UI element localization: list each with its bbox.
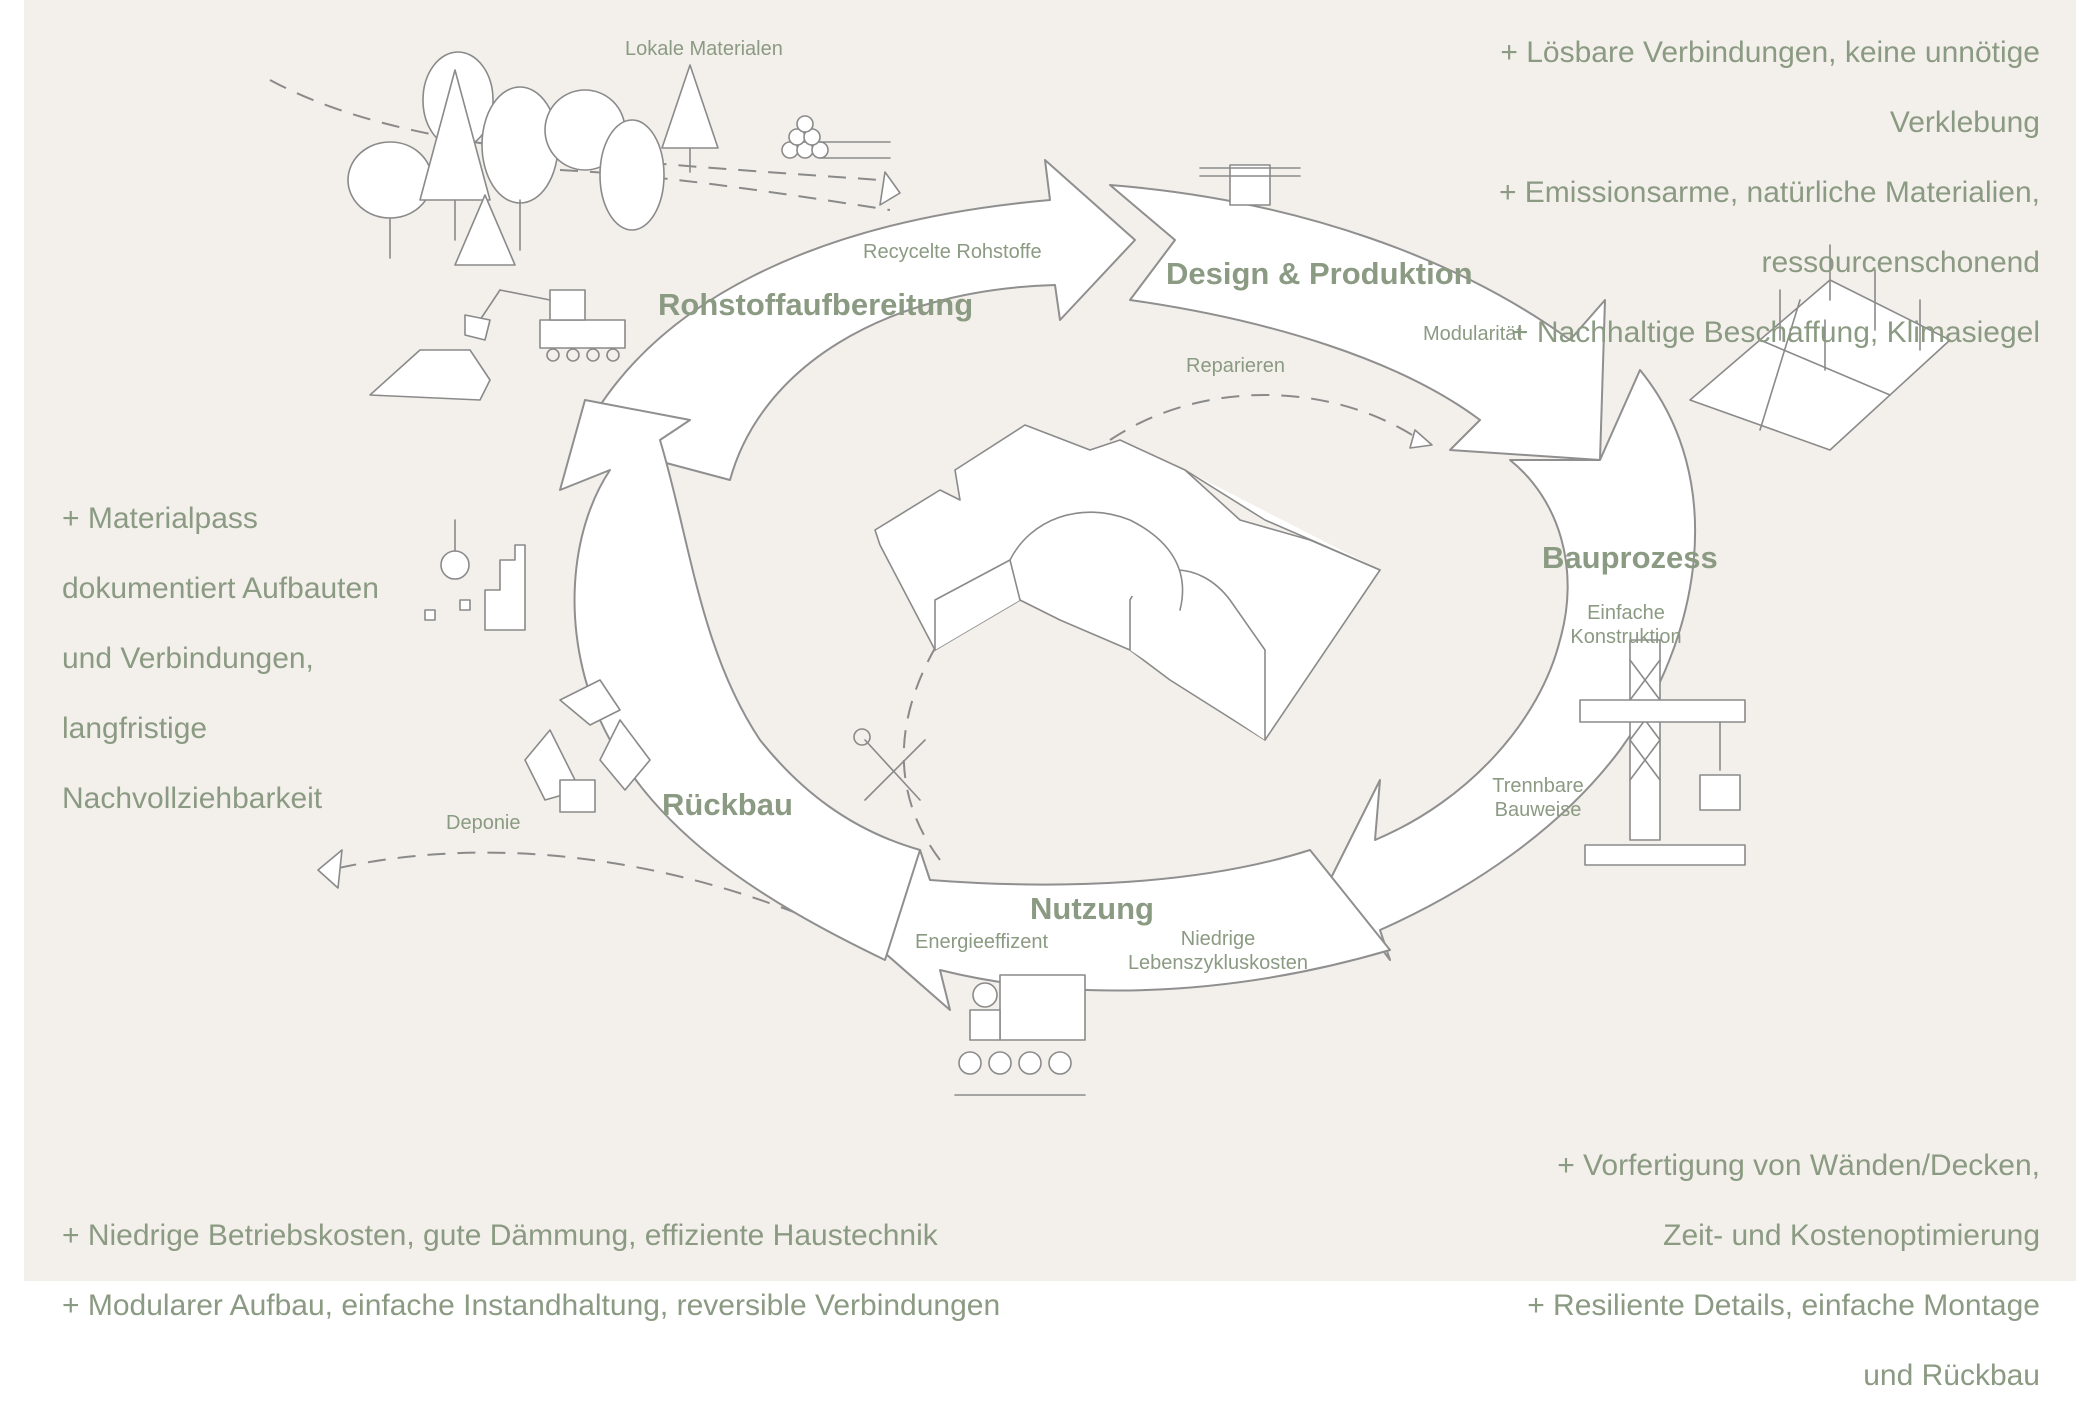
note-line: langfristige — [62, 712, 208, 745]
note-line: dokumentiert Aufbauten — [62, 572, 379, 605]
tree-icon — [454, 194, 516, 266]
label-line: Lebenszykluskosten — [1127, 952, 1309, 974]
note-bottom-right: + Vorfertigung von Wänden/Decken, Zeit- … — [1380, 1113, 2040, 1428]
local-materials-flow — [269, 79, 881, 181]
note-line: + Vorfertigung von Wänden/Decken, — [1557, 1149, 2040, 1182]
note-line: + Emissionsarme, natürliche Materialien, — [1498, 176, 2040, 209]
circular-economy-diagram — [269, 51, 1951, 1096]
repair-arrowhead — [1409, 429, 1433, 449]
arrow-rueckbau — [559, 399, 921, 961]
note-line: und Verbindungen, — [62, 642, 314, 675]
stage-nutzung: Nutzung — [1030, 891, 1154, 926]
label-niedrige-lebenszykluskosten: Niedrige Lebenszykluskosten — [1118, 927, 1318, 975]
tree-icon — [481, 86, 559, 204]
note-line: + Modularer Aufbau, einfache Instandhalt… — [62, 1289, 1001, 1322]
note-line: Nachvollziehbarkeit — [62, 782, 323, 815]
note-line: Zeit- und Kostenoptimierung — [1663, 1219, 2040, 1252]
tree-icon — [661, 64, 719, 149]
forest-illustration — [347, 51, 719, 266]
tree-icon — [599, 119, 665, 231]
label-line: Niedrige — [1180, 928, 1256, 950]
stage-rueckbau: Rückbau — [662, 787, 793, 822]
stage-rohstoffaufbereitung: Rohstoffaufbereitung — [658, 287, 974, 322]
flow-arrowhead — [879, 171, 901, 206]
label-energieeffizent: Energieeffizent — [915, 931, 1049, 953]
label-reparieren: Reparieren — [1186, 355, 1285, 377]
note-line: + Materialpass — [62, 502, 258, 535]
note-top-right: + Lösbare Verbindungen, keine unnötige V… — [1260, 0, 2040, 385]
arrow-bauprozess — [1329, 369, 1697, 961]
note-left: + Materialpass dokumentiert Aufbauten un… — [62, 466, 442, 851]
repair-flow — [1109, 394, 1421, 441]
label-line: Konstruktion — [1570, 626, 1682, 648]
note-line: und Rückbau — [1863, 1359, 2040, 1392]
note-line: + Lösbare Verbindungen, keine unnötige — [1500, 36, 2040, 69]
note-bottom-left: + Niedrige Betriebskosten, gute Dämmung,… — [62, 1183, 1162, 1358]
label-einfache-konstruktion: Einfache Konstruktion — [1566, 601, 1686, 649]
crane-icon — [1579, 639, 1746, 866]
landfill-arrowhead — [317, 849, 343, 889]
excavator-icon — [369, 289, 626, 401]
arrow-design-produktion — [1109, 184, 1606, 461]
arrow-nutzung — [869, 849, 1391, 1011]
label-lokale-materialen: Lokale Materialen — [625, 38, 783, 60]
log-pile-icon — [781, 115, 891, 159]
tree-icon — [347, 141, 433, 219]
arrow-rohstoffaufbereitung — [579, 159, 1136, 481]
label-line: Bauweise — [1494, 799, 1582, 821]
repair-flow-lower — [902, 609, 961, 861]
label-modularitaet: Modularität — [1423, 323, 1522, 345]
pencil-hand-icon — [1199, 164, 1301, 206]
note-line: + Resiliente Details, einfache Montage — [1527, 1289, 2040, 1322]
note-line: ressourcenschonend — [1761, 246, 2040, 279]
note-line: Verklebung — [1889, 106, 2040, 139]
label-line: Einfache — [1587, 602, 1665, 624]
central-building-model — [874, 424, 1381, 741]
wrench-screwdriver-icon — [853, 728, 926, 801]
note-line: + Niedrige Betriebskosten, gute Dämmung,… — [62, 1219, 938, 1252]
presentation-icon — [954, 974, 1086, 1096]
stage-bauprozess: Bauprozess — [1542, 540, 1718, 575]
label-deponie: Deponie — [446, 812, 521, 834]
label-recycelte-rohstoffe: Recycelte Rohstoffe — [863, 241, 1042, 263]
recycle-icon — [524, 679, 651, 813]
modular-panel-icon — [1689, 244, 1951, 451]
landfill-flow — [329, 851, 881, 951]
stage-design-produktion: Design & Produktion — [1166, 256, 1473, 291]
label-trennbare-bauweise: Trennbare Bauweise — [1488, 774, 1588, 822]
note-line: + Nachhaltige Beschaffung, Klimasiegel — [1511, 316, 2040, 349]
wrecking-ball-icon — [424, 519, 526, 631]
label-line: Trennbare — [1492, 775, 1584, 797]
